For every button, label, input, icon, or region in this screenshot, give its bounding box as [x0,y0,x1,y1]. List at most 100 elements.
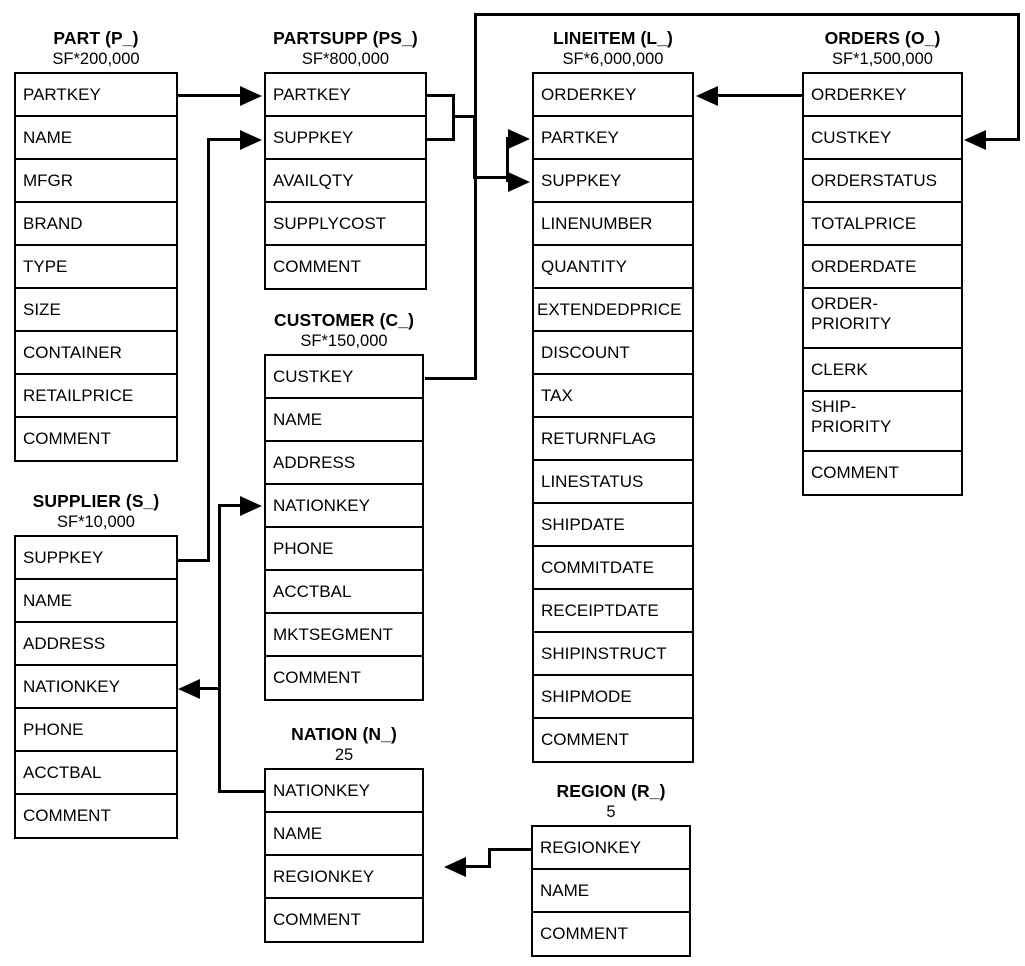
table-part-title: PART (P_) [53,28,139,48]
column-orders-comment: COMMENT [804,452,961,496]
column-orders-orderstatus: ORDERSTATUS [804,160,961,203]
column-part-retailprice: RETAILPRICE [16,375,176,418]
column-nation-name: NAME [266,813,422,856]
column-orders-totalprice: TOTALPRICE [804,203,961,246]
column-supplier-address: ADDRESS [16,623,176,666]
table-nation-body: NATIONKEY NAME REGIONKEY COMMENT [264,768,424,943]
column-nation-comment: COMMENT [266,899,422,943]
column-partsupp-supplycost: SUPPLYCOST [266,203,425,246]
column-orders-shippriority-line1: SHIP- [811,397,857,416]
column-partsupp-partkey: PARTKEY [266,74,425,117]
column-lineitem-shipmode: SHIPMODE [534,676,692,719]
connector-nation-trunk [218,504,221,793]
column-customer-acctbal: ACCTBAL [266,571,422,614]
table-part-body: PARTKEY NAME MFGR BRAND TYPE SIZE CONTAI… [14,72,178,462]
column-lineitem-suppkey: SUPPKEY [534,160,692,203]
column-lineitem-commitdate: COMMITDATE [534,547,692,590]
column-supplier-suppkey: SUPPKEY [16,537,176,580]
table-partsupp-title: PARTSUPP (PS_) [273,28,418,48]
connector-orders-lineitem-arrow [696,85,718,106]
table-part: PART (P_) SF*200,000 PARTKEY NAME MFGR B… [14,28,178,462]
table-nation: NATION (N_) 25 NATIONKEY NAME REGIONKEY … [264,724,424,943]
table-lineitem-title: LINEITEM (L_) [553,28,673,48]
table-region-cardinality: 5 [606,803,616,821]
connector-partsupp-lineitem-suppkey-arrow [508,171,530,192]
column-customer-custkey: CUSTKEY [266,356,422,399]
table-lineitem-cardinality: SF*6,000,000 [562,50,664,68]
column-lineitem-tax: TAX [534,375,692,418]
column-lineitem-linestatus: LINESTATUS [534,461,692,504]
table-orders: ORDERS (O_) SF*1,500,000 ORDERKEY CUSTKE… [802,28,963,496]
column-lineitem-linenumber: LINENUMBER [534,203,692,246]
column-customer-phone: PHONE [266,528,422,571]
table-lineitem-body: ORDERKEY PARTKEY SUPPKEY LINENUMBER QUAN… [532,72,694,763]
column-lineitem-quantity: QUANTITY [534,246,692,289]
column-nation-regionkey: REGIONKEY [266,856,422,899]
connector-orders-lineitem-line [718,94,803,97]
column-part-brand: BRAND [16,203,176,246]
connector-customer-orders-top [474,13,1020,16]
connector-customer-orders-out [425,377,477,380]
column-orders-shippriority: SHIP- PRIORITY [804,392,961,452]
column-supplier-acctbal: ACCTBAL [16,752,176,795]
connector-part-partsupp-line [178,94,240,97]
column-customer-comment: COMMENT [266,657,422,701]
column-orders-orderdate: ORDERDATE [804,246,961,289]
table-nation-cardinality: 25 [334,746,354,764]
column-orders-orderpriority-line2: PRIORITY [811,314,892,333]
column-orders-orderkey: ORDERKEY [804,74,961,117]
column-part-mfgr: MFGR [16,160,176,203]
column-supplier-name: NAME [16,580,176,623]
column-supplier-comment: COMMENT [16,795,176,839]
column-part-name: NAME [16,117,176,160]
column-part-size: SIZE [16,289,176,332]
connector-supplier-partsupp-line-bottom [178,559,210,562]
column-orders-shippriority-line2: PRIORITY [811,417,892,436]
connector-nation-supplier-line [200,687,220,690]
connector-customer-orders-vert-left [474,13,477,380]
column-part-container: CONTAINER [16,332,176,375]
connector-supplier-partsupp-arrow [240,129,262,150]
column-nation-nationkey: NATIONKEY [266,770,422,813]
column-orders-orderpriority-line1: ORDER- [811,294,879,313]
connector-customer-orders-arrow [964,129,986,150]
table-customer-cardinality: SF*150,000 [300,332,388,350]
column-lineitem-returnflag: RETURNFLAG [534,418,692,461]
table-orders-body: ORDERKEY CUSTKEY ORDERSTATUS TOTALPRICE … [802,72,963,496]
table-orders-title: ORDERS (O_) [824,28,941,48]
column-supplier-nationkey: NATIONKEY [16,666,176,709]
table-region-body: REGIONKEY NAME COMMENT [531,825,691,957]
table-supplier-cardinality: SF*10,000 [57,513,135,531]
column-region-name: NAME [533,870,689,913]
connector-customer-orders-in [986,138,1020,141]
column-region-comment: COMMENT [533,913,689,957]
column-customer-name: NAME [266,399,422,442]
table-supplier-body: SUPPKEY NAME ADDRESS NATIONKEY PHONE ACC… [14,535,178,839]
column-partsupp-availqty: AVAILQTY [266,160,425,203]
connector-nation-out [218,790,266,793]
connector-region-nation-in [466,865,490,868]
connector-region-nation-step [488,848,491,868]
column-customer-mktsegment: MKTSEGMENT [266,614,422,657]
table-region-title: REGION (R_) [556,781,666,801]
column-lineitem-partkey: PARTKEY [534,117,692,160]
column-customer-address: ADDRESS [266,442,422,485]
column-lineitem-comment: COMMENT [534,719,692,763]
connector-partsupp-lineitem-pk-out [427,94,455,97]
column-lineitem-discount: DISCOUNT [534,332,692,375]
connector-part-partsupp-arrow [240,85,262,106]
column-partsupp-comment: COMMENT [266,246,425,290]
column-supplier-phone: PHONE [16,709,176,752]
column-customer-nationkey: NATIONKEY [266,485,422,528]
column-part-comment: COMMENT [16,418,176,462]
connector-supplier-partsupp-line-vert [207,138,210,562]
connector-nation-customer-line [218,504,240,507]
table-lineitem: LINEITEM (L_) SF*6,000,000 ORDERKEY PART… [532,28,694,763]
table-part-cardinality: SF*200,000 [52,50,140,68]
table-nation-title: NATION (N_) [291,724,397,744]
connector-region-nation-out [488,848,532,851]
column-orders-custkey: CUSTKEY [804,117,961,160]
connector-partsupp-lineitem-cross [473,176,509,179]
table-customer: CUSTOMER (C_) SF*150,000 CUSTKEY NAME AD… [264,310,424,701]
